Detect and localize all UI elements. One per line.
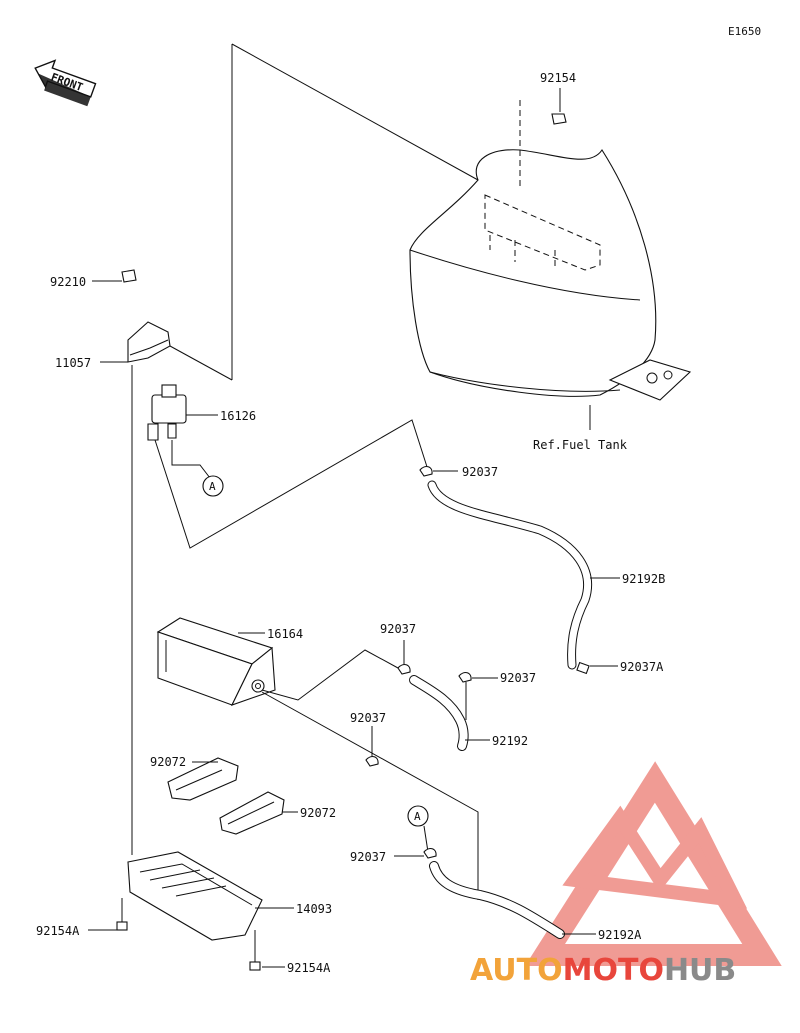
label-92037-lower: 92037 bbox=[350, 850, 386, 864]
bolt-92154a-right-icon bbox=[249, 930, 261, 971]
bolt-92154a-left-icon bbox=[116, 898, 128, 931]
label-92037a: 92037A bbox=[620, 660, 664, 674]
fuel-tank-ref-label: Ref.Fuel Tank bbox=[533, 438, 628, 452]
callout-circle-a-lower bbox=[407, 805, 429, 827]
hose-92192-icon bbox=[409, 675, 469, 751]
tray-14093-icon bbox=[127, 851, 263, 941]
label-92154-top: 92154 bbox=[540, 71, 576, 85]
bolt-92154-icon bbox=[551, 88, 567, 125]
automotohub-watermark-logo bbox=[524, 761, 782, 966]
bracket-11057-icon bbox=[127, 321, 171, 363]
strap-92072-upper-icon bbox=[167, 757, 239, 801]
clip-92210-icon bbox=[121, 269, 137, 283]
canister-16164-icon bbox=[156, 617, 276, 706]
hose-92192b-icon bbox=[427, 480, 593, 670]
label-92037-upper: 92037 bbox=[462, 465, 498, 479]
label-92037-mid-left: 92037 bbox=[380, 622, 416, 636]
hose-92192a-icon bbox=[429, 861, 565, 939]
label-92072-upper: 92072 bbox=[150, 755, 186, 769]
callout-letter-upper: A bbox=[209, 480, 216, 493]
clamp-92037-mid-right-icon bbox=[458, 671, 472, 683]
valve-16126-icon bbox=[147, 384, 187, 441]
clamp-92037a-icon bbox=[576, 661, 590, 675]
callout-letter-lower: A bbox=[414, 810, 421, 823]
clamp-92037-lower-icon bbox=[423, 847, 437, 859]
label-14093: 14093 bbox=[296, 902, 332, 916]
label-92210: 92210 bbox=[50, 275, 86, 289]
label-16164: 16164 bbox=[267, 627, 303, 641]
diagram-code: E1650 bbox=[728, 25, 761, 38]
label-92037-mid-right: 92037 bbox=[500, 671, 536, 685]
clamp-92037-upper-icon bbox=[419, 465, 433, 477]
clamp-92037-center-icon bbox=[365, 755, 379, 767]
label-11057: 11057 bbox=[55, 356, 91, 370]
label-16126: 16126 bbox=[220, 409, 256, 423]
fuel-tank-outline: Ref.Fuel Tank bbox=[231, 43, 692, 452]
label-92072-lower: 92072 bbox=[300, 806, 336, 820]
callout-circle-a-upper bbox=[202, 475, 224, 497]
clamp-92037-mid-left-icon bbox=[397, 663, 411, 675]
watermark-text: AUTOMOTOHUB bbox=[470, 953, 736, 988]
label-92192a: 92192A bbox=[598, 928, 642, 942]
label-92154a-left: 92154A bbox=[36, 924, 80, 938]
strap-92072-lower-icon bbox=[219, 791, 285, 835]
front-arrow-icon: FRONT bbox=[34, 59, 97, 107]
label-92192b: 92192B bbox=[622, 572, 665, 586]
label-92037-center: 92037 bbox=[350, 711, 386, 725]
label-92154a-right: 92154A bbox=[287, 961, 331, 975]
label-92192: 92192 bbox=[492, 734, 528, 748]
